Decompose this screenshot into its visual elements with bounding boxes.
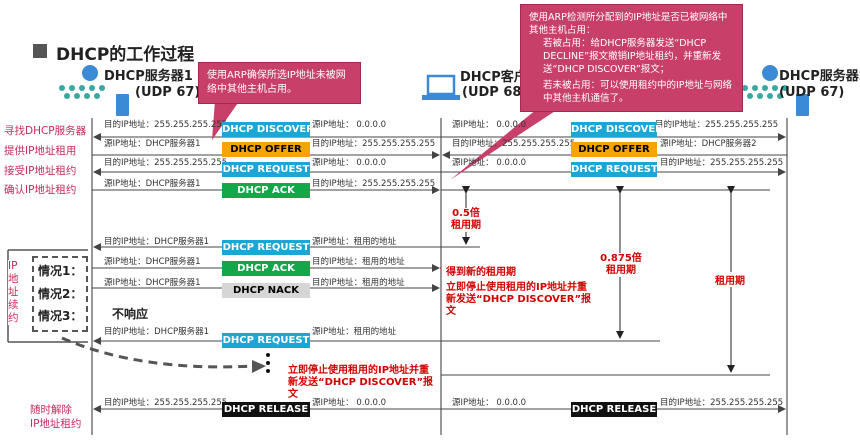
discover-dst-2: 目的IP地址：255.255.255.255 [655, 120, 779, 130]
offer-dst: 目的IP地址：255.255.255.255 [312, 139, 436, 149]
discover-dst: 目的IP地址：255.255.255.255 [104, 120, 228, 130]
request-msg-1: DHCP REQUEST [222, 162, 310, 177]
lease-label: 租用期 [715, 272, 745, 287]
title-bullet [33, 44, 47, 58]
server1-name: DHCP服务器1 [104, 69, 193, 84]
release-label-1: 随时解除 [30, 404, 72, 416]
release-label-2: IP地址租约 [30, 418, 82, 430]
release-dst: 目的IP地址：255.255.255.255 [104, 398, 228, 408]
request-dst-2: 目的IP地址：255.255.255.255 [660, 158, 784, 168]
nack-src: 源IP地址：DHCP服务器1 [104, 278, 201, 288]
t2-src: 源IP地址：租用的地址 [312, 327, 397, 337]
offer-msg-1: DHCP OFFER [222, 142, 310, 157]
nack-stop-note: 立即停止使用租用的IP地址并重新发送“DHCP DISCOVER”报文 [446, 282, 592, 317]
discover-msg-2: DHCP DISCOVER [571, 122, 663, 137]
situation-2: 情况2： [38, 287, 83, 301]
request-msg-2: DHCP REQUEST [571, 162, 658, 177]
page-title: DHCP的工作过程 [56, 45, 195, 65]
offer-msg-2: DHCP OFFER [571, 142, 657, 157]
half-lease-label: 0.5倍租用期 [451, 208, 481, 232]
nack-msg: DHCP NACK [222, 283, 310, 298]
offer-dst-2: 目的IP地址：255.255.255.255 [452, 139, 576, 149]
server2-name: DHCP服务器2 [779, 69, 860, 84]
side-label-offer: 提供IP地址租用 [4, 145, 77, 157]
situation-1: 情况1： [38, 264, 83, 278]
timeout-stop-note: 立即停止使用租用的IP地址并重新发送“DHCP DISCOVER”报文 [288, 365, 434, 400]
situations-box [32, 256, 88, 332]
no-response-label: 不响应 [112, 307, 149, 321]
release-msg-1: DHCP RELEASE [222, 402, 310, 417]
offer-src-2: 源IP地址：DHCP服务器2 [660, 139, 757, 149]
request-dst: 目的IP地址：255.255.255.255 [104, 158, 228, 168]
renew-ack-dst: 目的IP地址：租用的地址 [312, 257, 405, 267]
discover-msg-1: DHCP DISCOVER [222, 122, 314, 137]
release-src: 源IP地址： 0.0.0.0 [312, 398, 387, 408]
side-label-ack: 确认IP地址租约 [4, 184, 77, 196]
arp-check-callout: 使用ARP检测所分配到的IP地址是否已被网络中其他主机占用： 若被占用：给DHC… [520, 4, 743, 112]
renew-src: 源IP地址：租用的地址 [312, 237, 397, 247]
request-src-2: 源IP地址： 0.0.0.0 [452, 158, 527, 168]
t2-request-msg: DHCP REQUEST [222, 333, 310, 348]
arp-check-line2: 若被占用：给DHCP服务器发送“DHCP DECLINE”报文撤销IP地址租约，… [543, 38, 722, 75]
renew-request-msg: DHCP REQUEST [222, 240, 310, 255]
discover-src-2: 源IP地址： 0.0.0.0 [452, 120, 527, 130]
ack-src: 源IP地址：DHCP服务器1 [104, 179, 201, 189]
side-label-request: 接受IP地址租约 [4, 165, 77, 177]
side-label-discover: 寻找DHCP服务器 [4, 125, 87, 137]
arp-callout: 使用ARP确保所选IP地址未被网络中其他主机占用。 [198, 62, 361, 104]
release-src-2: 源IP地址： 0.0.0.0 [452, 398, 527, 408]
arp-check-line3: 若未被占用：可以使用租约中的IP地址与网络中其他主机通信了。 [543, 80, 733, 104]
arp-check-line1: 使用ARP检测所分配到的IP地址是否已被网络中其他主机占用： [529, 12, 728, 36]
server2-port: (UDP 67) [779, 85, 845, 100]
client-name: DHCP客户 [460, 70, 527, 85]
offer-src: 源IP地址：DHCP服务器1 [104, 139, 201, 149]
seven-eighths-lease-label: 0.875倍租用期 [600, 253, 642, 277]
client-port: (UDP 68) [462, 85, 528, 100]
request-src: 源IP地址： 0.0.0.0 [312, 158, 387, 168]
discover-src: 源IP地址： 0.0.0.0 [312, 120, 387, 130]
renew-dst: 目的IP地址：DHCP服务器1 [104, 237, 210, 247]
renew-ack-src: 源IP地址：DHCP服务器1 [104, 257, 201, 267]
t2-dst: 目的IP地址：DHCP服务器1 [104, 327, 210, 337]
release-dst-2: 目的IP地址：255.255.255.255 [660, 398, 784, 408]
server1-port: (UDP 67) [135, 85, 201, 100]
ack-msg: DHCP ACK [222, 183, 310, 198]
nack-dst: 目的IP地址：租用的地址 [312, 278, 405, 288]
new-lease-note: 得到新的租用期 [446, 267, 516, 278]
renew-ack-msg: DHCP ACK [222, 261, 310, 276]
release-msg-2: DHCP RELEASE [571, 402, 657, 417]
situation-3: 情况3： [38, 309, 83, 323]
ip-renew-label: IP地址续约 [8, 260, 19, 325]
ack-dst: 目的IP地址：255.255.255.255 [312, 179, 436, 189]
